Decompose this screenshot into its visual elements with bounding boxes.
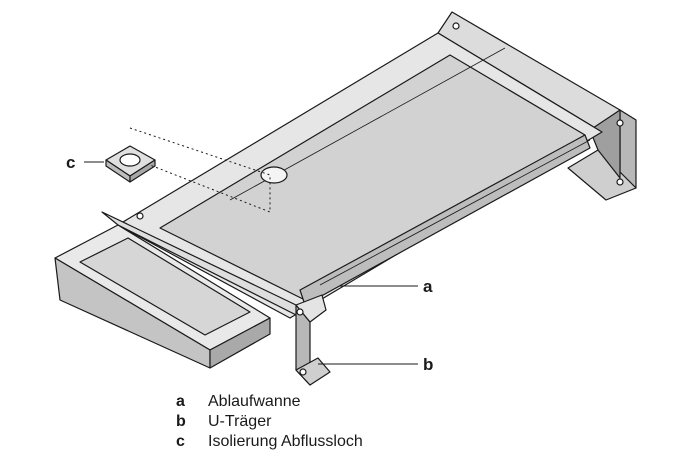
- front-u-beam: [101, 211, 331, 386]
- legend-key: c: [176, 433, 185, 450]
- legend-row-a: a Ablaufwanne: [176, 392, 363, 412]
- front-beam-bottom-flange: [295, 357, 331, 386]
- insulation-block-front: [129, 159, 156, 183]
- rear-beam-hole-bottom: [616, 178, 624, 186]
- tray-front-face: [209, 317, 271, 369]
- insulation-guide-line: [129, 127, 271, 213]
- drain-hole: [260, 166, 288, 184]
- legend-text: Isolierung Abflussloch: [208, 433, 363, 450]
- legend: a Ablaufwanne b U-Träger c Isolierung Ab…: [176, 392, 363, 452]
- pan-floor-groove-front: [319, 139, 591, 286]
- front-beam-hole-bottom: [299, 368, 307, 376]
- rear-beam-bottom-flange: [567, 149, 637, 201]
- rear-beam-inner-wall: [589, 109, 621, 179]
- front-beam-right-flange: [295, 294, 327, 323]
- legend-text: Ablaufwanne: [208, 393, 301, 410]
- front-beam-hole-top: [296, 308, 304, 316]
- callout-label-b: b: [423, 355, 433, 374]
- front-tray: [54, 212, 271, 369]
- legend-text: U-Träger: [208, 413, 272, 430]
- pan-floor-front-band: [299, 134, 591, 306]
- legend-row-b: b U-Träger: [176, 412, 363, 432]
- drain-pan: [117, 32, 603, 319]
- rear-u-beam: [437, 11, 637, 201]
- legend-row-c: c Isolierung Abflussloch: [176, 432, 363, 452]
- callout-label-c: c: [66, 153, 75, 172]
- legend-key: b: [176, 413, 186, 430]
- callout-label-a: a: [423, 277, 433, 296]
- rear-beam-hole-top-left: [452, 22, 460, 30]
- tray-hole: [136, 212, 144, 220]
- rear-beam-hole-top-right: [616, 119, 624, 127]
- drain-hole-insulation: [105, 145, 156, 183]
- insulation-hole: [119, 153, 141, 167]
- tray-floor: [79, 237, 251, 336]
- legend-key: a: [176, 393, 185, 410]
